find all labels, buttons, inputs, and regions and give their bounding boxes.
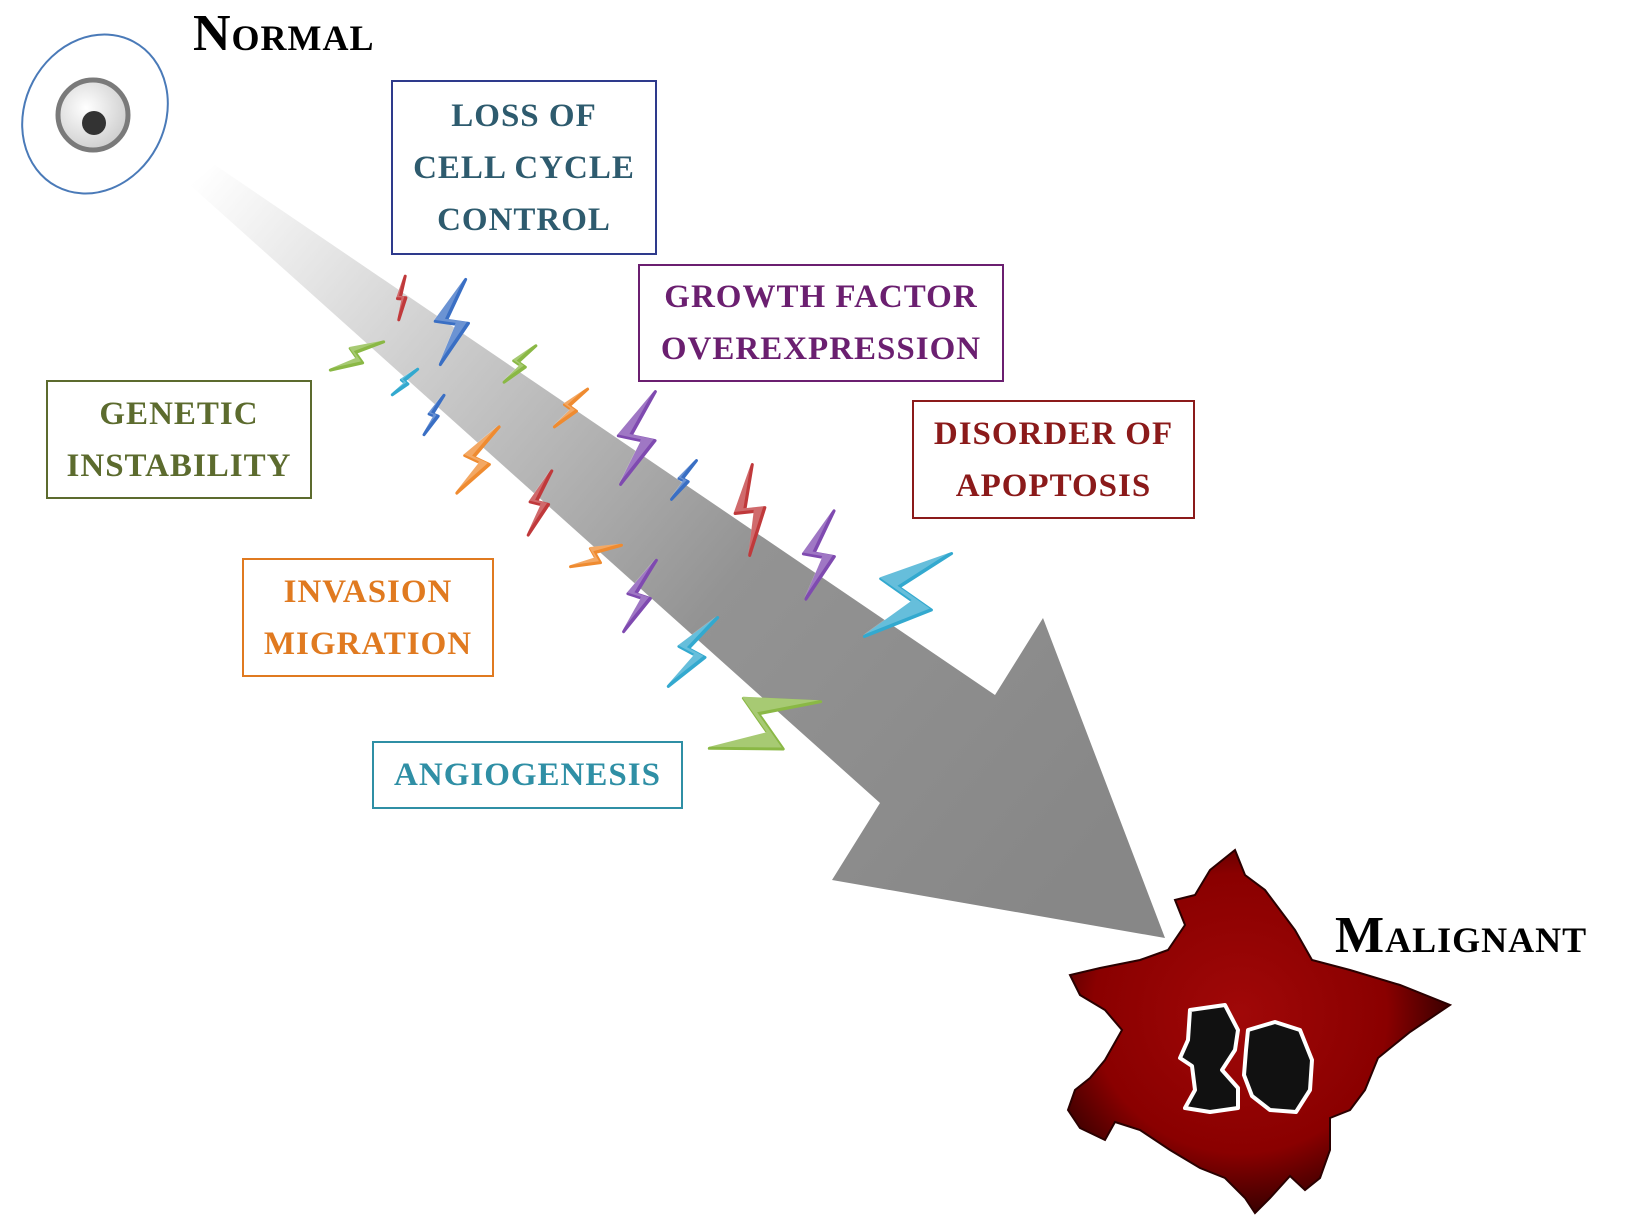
lightning-bolt-icon bbox=[455, 425, 501, 495]
lightning-bolt-highlight bbox=[616, 390, 654, 483]
label-apoptosis: DISORDER OF APOPTOSIS bbox=[912, 400, 1195, 519]
lightning-bolt-icon bbox=[422, 393, 446, 437]
malignant-cell-icon bbox=[1066, 848, 1453, 1215]
lightning-bolt-icon bbox=[552, 387, 590, 429]
lightning-bolt-icon bbox=[616, 390, 657, 486]
lightning-bolt-icon bbox=[569, 543, 623, 569]
mutation-bolts bbox=[328, 274, 954, 751]
label-growth-factor-line-2: OVEREXPRESSION bbox=[660, 331, 982, 367]
lightning-bolt-icon bbox=[328, 340, 386, 372]
lightning-bolt-highlight bbox=[455, 425, 498, 492]
label-genetic-line-1: GENETIC bbox=[99, 395, 259, 432]
lightning-bolt-highlight bbox=[433, 277, 467, 364]
label-genetic-instability: GENETIC INSTABILITY bbox=[46, 380, 312, 499]
label-cell-cycle-line-3: CONTROL bbox=[437, 201, 611, 238]
label-cell-cycle-line-1: LOSS OF bbox=[451, 97, 597, 134]
label-apoptosis-line-1: DISORDER OF bbox=[933, 415, 1174, 452]
label-growth-factor-line-1: GROWTH FACTOR bbox=[664, 279, 978, 315]
lightning-bolt-icon bbox=[502, 344, 538, 384]
label-invasion-migration: INVASION MIGRATION bbox=[242, 558, 494, 677]
label-cell-cycle: LOSS OF CELL CYCLE CONTROL bbox=[391, 80, 657, 255]
lightning-bolt-icon bbox=[622, 558, 658, 634]
malignant-title: Malignant bbox=[1335, 907, 1588, 964]
normal-title: Normal bbox=[193, 5, 375, 62]
lightning-bolt-icon bbox=[396, 274, 408, 322]
lightning-bolt-highlight bbox=[707, 696, 820, 748]
lightning-bolt-icon bbox=[862, 552, 954, 638]
lightning-bolt-highlight bbox=[622, 558, 655, 631]
label-angiogenesis: ANGIOGENESIS bbox=[372, 741, 683, 809]
lightning-bolt-highlight bbox=[396, 274, 405, 319]
label-invasion-line-2: MIGRATION bbox=[263, 625, 473, 662]
label-cell-cycle-line-2: CELL CYCLE bbox=[413, 149, 635, 186]
lightning-bolt-icon bbox=[670, 459, 698, 501]
label-growth-factor: GROWTH FACTOR OVEREXPRESSION bbox=[638, 264, 1004, 382]
lightning-bolt-highlight bbox=[733, 463, 764, 554]
lightning-bolt-icon bbox=[733, 463, 767, 557]
lightning-bolt-icon bbox=[801, 509, 836, 601]
progression-arrow bbox=[190, 165, 1165, 938]
lightning-bolt-highlight bbox=[801, 509, 833, 598]
lightning-bolt-highlight bbox=[526, 469, 551, 534]
lightning-bolt-highlight bbox=[670, 459, 695, 498]
lightning-bolt-highlight bbox=[552, 387, 587, 426]
lightning-bolt-highlight bbox=[390, 367, 417, 394]
lightning-bolt-highlight bbox=[666, 616, 717, 685]
lightning-bolt-icon bbox=[666, 616, 720, 688]
label-apoptosis-line-2: APOPTOSIS bbox=[955, 467, 1152, 504]
lightning-bolt-icon bbox=[390, 367, 420, 397]
lightning-bolt-highlight bbox=[569, 543, 620, 566]
label-angiogenesis-line-1: ANGIOGENESIS bbox=[394, 757, 661, 793]
lightning-bolt-icon bbox=[707, 696, 823, 751]
lightning-bolt-icon bbox=[526, 469, 554, 537]
label-genetic-line-2: INSTABILITY bbox=[66, 447, 292, 484]
lightning-bolt-highlight bbox=[502, 344, 535, 381]
normal-cell-icon bbox=[21, 33, 169, 195]
lightning-bolt-highlight bbox=[422, 393, 443, 434]
lightning-bolt-highlight bbox=[862, 552, 951, 635]
label-invasion-line-1: INVASION bbox=[283, 573, 453, 610]
lightning-bolt-highlight bbox=[328, 340, 383, 369]
lightning-bolt-icon bbox=[433, 277, 470, 367]
